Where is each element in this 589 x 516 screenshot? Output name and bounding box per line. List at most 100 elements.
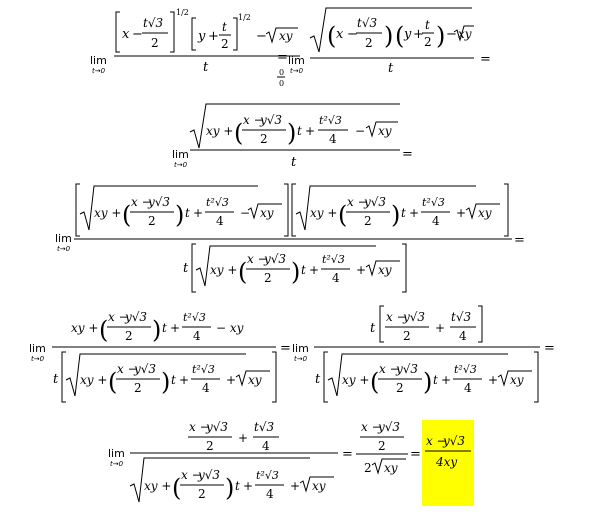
frac-den-2-19: 2	[396, 381, 404, 395]
var-t-9: t	[53, 372, 59, 387]
frac-den-2-9: 2	[364, 214, 372, 228]
var-t-12: t	[315, 372, 321, 387]
frac-num-ysqrt3-2: y√3	[259, 113, 282, 127]
var-t-14: t	[235, 479, 240, 493]
frac-num-ysqrt3-5b: y√3	[197, 468, 220, 482]
var-xy-1: xy	[279, 29, 293, 43]
paren-close-8: )	[161, 368, 170, 396]
var-xy-8: xy	[510, 373, 524, 387]
left-bracket-2	[191, 17, 196, 51]
term-xy-plus-3b: xy +	[310, 206, 337, 220]
frac-num-x-minus-4b: x −	[117, 362, 138, 376]
frac-den-2-1: 2	[151, 36, 159, 50]
op-plus-5: +	[409, 206, 419, 220]
equals-sign-3: =	[402, 147, 413, 162]
term-xy-plus-4a: xy +	[71, 321, 98, 335]
line-5-numerator: x − y√3 2 + t√3 4	[188, 420, 279, 453]
frac-num-t-1: t	[222, 20, 227, 34]
op-minus-5: −	[355, 124, 365, 138]
frac-num-tsqrt3-4c: t√3	[451, 310, 471, 324]
var-xy-6: xy	[378, 263, 392, 277]
equals-sign-1: =	[277, 50, 288, 65]
frac-num-t-2: t	[425, 18, 430, 32]
lim-sub-4a: t→0	[31, 355, 45, 363]
frac-den-2-13: 2	[125, 329, 133, 343]
term-xy-plus-5: xy +	[144, 479, 171, 493]
frac-num-t2sqrt3-2: t²√3	[319, 114, 342, 127]
frac-den-2-25: 2	[378, 439, 386, 453]
frac-num-ysqrt3-4d: y√3	[395, 362, 418, 376]
sqrt-sign-big-3b	[295, 185, 476, 231]
var-xy-7: xy	[248, 373, 262, 387]
left-bracket-7	[379, 305, 384, 343]
frac-num-t2sqrt3-3b: t²√3	[422, 196, 445, 209]
op-plus-6: +	[456, 206, 466, 220]
frac-num-t2sqrt3-4b: t²√3	[192, 363, 215, 376]
paren-open-6: (	[238, 258, 247, 286]
sqrt-sign-8	[497, 370, 532, 387]
lim-label-5: lim	[108, 447, 125, 460]
op-plus-16: +	[243, 479, 253, 493]
sqrt-sign-9	[299, 476, 334, 493]
op-plus-3: +	[305, 124, 315, 138]
frac-den-2-15: 2	[134, 381, 142, 395]
var-t-8: t	[162, 321, 167, 335]
frac-num-x-minus-2: x −	[243, 113, 264, 127]
line-2-limit: lim t→0	[172, 148, 189, 169]
frac-num-t2sqrt3-5: t²√3	[256, 469, 279, 482]
frac-num-tsqrt3-1: t√3	[143, 16, 163, 30]
frac-num-t2sqrt3-4a: t²√3	[183, 311, 206, 324]
line-1-left-numerator: x − t√3 2 1/2 y + t 2 1/2 − xy	[115, 8, 298, 53]
paren-close-5: )	[391, 201, 400, 229]
lim-label-2: lim	[172, 148, 189, 161]
paren-close-1: )	[384, 22, 393, 50]
op-plus-10: +	[179, 373, 189, 387]
left-bracket-3	[75, 183, 80, 237]
left-bracket-6	[61, 351, 66, 403]
sqrt-sign-2	[453, 25, 474, 42]
frac-num-ysqrt3-3a: y√3	[147, 195, 170, 209]
frac-den-2-11: 2	[264, 271, 272, 285]
frac-num-t2sqrt3-4d: t²√3	[454, 363, 477, 376]
var-t-6: t	[183, 261, 189, 276]
right-bracket-6	[272, 351, 277, 403]
frac-den-2-5: 2	[260, 132, 268, 146]
paren-open-3: (	[234, 119, 243, 147]
var-t-13: t	[433, 373, 438, 387]
frac-num-t2sqrt3-3c: t²√3	[322, 253, 345, 266]
equals-sign-8: =	[410, 447, 421, 462]
lim-sub-5: t→0	[110, 460, 124, 468]
op-plus-15: +	[238, 431, 248, 445]
frac-num-x-minus-3b: x −	[347, 195, 368, 209]
paren-close-7: )	[152, 316, 161, 344]
op-plus-17: +	[290, 479, 300, 493]
frac-num-x-minus-4c: x −	[386, 310, 407, 324]
frac-num-ysqrt3-4b: y√3	[133, 362, 156, 376]
frac-num-ysqrt3-5c: y√3	[377, 420, 400, 434]
paren-close-4: )	[175, 201, 184, 229]
frac-den-4-4c: 4	[459, 329, 467, 343]
lim-label-3: lim	[55, 232, 72, 245]
op-plus-8: +	[356, 263, 366, 277]
var-xy-10: xy	[384, 461, 398, 475]
frac-num-x-minus-3a: x −	[131, 195, 152, 209]
right-bracket-8	[534, 351, 539, 403]
term-xy-plus-3c: xy +	[210, 263, 237, 277]
lim-label-1a: lim	[90, 54, 107, 67]
frac-num-x-minus-4a: x −	[108, 310, 129, 324]
op-plus-14: +	[488, 373, 498, 387]
sqrt-sign-3	[365, 121, 398, 138]
frac-num-ysqrt3-4c: y√3	[402, 310, 425, 324]
frac-num-ysqrt3-4a: y√3	[124, 310, 147, 324]
coef-2: 2	[364, 461, 372, 475]
frac-den-4-2: 4	[329, 132, 337, 146]
final-num-x-minus: x −	[426, 434, 447, 448]
term-xy-plus-4c: xy +	[342, 373, 369, 387]
left-bracket-5	[191, 243, 196, 293]
frac-den-2-17: 2	[403, 329, 411, 343]
sqrt-sign-7	[235, 370, 270, 387]
term-xy-plus-2: xy +	[206, 124, 233, 138]
line-5-denominator: xy + ( x − y√3 2 ) t + t²√3 4 + xy	[129, 457, 334, 503]
sqrt-sign-big-4b	[327, 353, 508, 397]
